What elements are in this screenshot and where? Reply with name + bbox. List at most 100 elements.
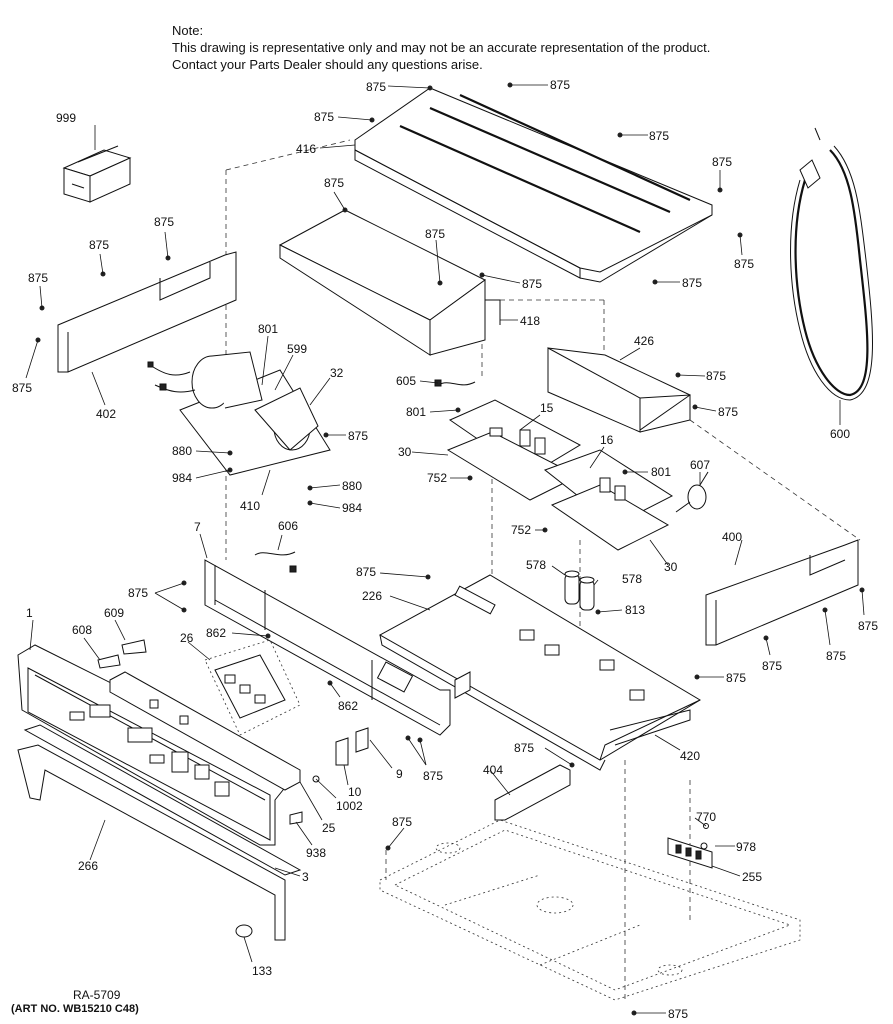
callout-1: 1: [26, 606, 33, 620]
callout-133: 133: [252, 964, 272, 978]
callout-875-j: 875: [522, 277, 542, 291]
callout-416: 416: [296, 142, 316, 156]
callout-599: 599: [287, 342, 307, 356]
callout-266: 266: [78, 859, 98, 873]
callout-875-f: 875: [734, 257, 754, 271]
callout-608: 608: [72, 623, 92, 637]
box-999: [62, 125, 132, 203]
leader-lines: [25, 84, 865, 1014]
callout-30-b: 30: [664, 560, 678, 574]
callout-578-b: 578: [622, 572, 642, 586]
duct-418: [278, 209, 501, 356]
callout-875-a: 875: [366, 80, 386, 94]
callout-813: 813: [625, 603, 645, 617]
callout-15: 15: [540, 401, 554, 415]
bracket-404: [494, 764, 571, 821]
callout-875-u: 875: [726, 671, 746, 685]
callout-875-x: 875: [858, 619, 878, 633]
callout-labels: 999 875 875 875 875 875 875 875 416 875 …: [12, 78, 878, 1021]
bottom-panel: [379, 819, 801, 1001]
sensor-607: [675, 471, 709, 513]
blower-assembly: [147, 351, 331, 476]
callout-426: 426: [634, 334, 654, 348]
callout-418: 418: [520, 314, 540, 328]
callout-984-b: 984: [342, 501, 362, 515]
module-26: [204, 639, 301, 736]
callout-880-b: 880: [342, 479, 362, 493]
callout-10: 10: [348, 785, 362, 799]
callout-875-r: 875: [128, 586, 148, 600]
frame-7: [204, 551, 451, 736]
side-panel-400: [705, 539, 859, 646]
callout-752-b: 752: [511, 523, 531, 537]
disclaimer-note: Note: This drawing is representative onl…: [172, 22, 710, 73]
callout-875-h: 875: [324, 176, 344, 190]
callout-801-c: 801: [651, 465, 671, 479]
callout-752-a: 752: [427, 471, 447, 485]
callout-25: 25: [322, 821, 336, 835]
control-boards: [434, 379, 674, 551]
callout-7: 7: [194, 520, 201, 534]
callout-875-m: 875: [28, 271, 48, 285]
callout-770: 770: [696, 810, 716, 824]
callout-875-o: 875: [348, 429, 368, 443]
callout-875-i: 875: [425, 227, 445, 241]
callout-607: 607: [690, 458, 710, 472]
callout-978: 978: [736, 840, 756, 854]
callout-255: 255: [742, 870, 762, 884]
mounting-plate-226: [378, 574, 701, 771]
callout-875-b: 875: [550, 78, 570, 92]
callout-875-z: 875: [392, 815, 412, 829]
note-heading: Note:: [172, 23, 204, 38]
callout-862-a: 862: [206, 626, 226, 640]
callout-30-a: 30: [398, 445, 412, 459]
callout-404: 404: [483, 763, 503, 777]
callout-609: 609: [104, 606, 124, 620]
callout-578-a: 578: [526, 558, 546, 572]
callout-875-k: 875: [154, 215, 174, 229]
callout-606: 606: [278, 519, 298, 533]
callout-875-y: 875: [514, 741, 534, 755]
trim-266: [17, 724, 302, 963]
callout-984-a: 984: [172, 471, 192, 485]
callout-801-b: 801: [406, 405, 426, 419]
note-line-2: Contact your Parts Dealer should any que…: [172, 57, 483, 72]
callout-801-a: 801: [258, 322, 278, 336]
callout-875-l: 875: [89, 238, 109, 252]
terminal-block-255: [667, 823, 713, 869]
callout-400: 400: [722, 530, 742, 544]
callout-875-t: 875: [423, 769, 443, 783]
callout-600: 600: [830, 427, 850, 441]
callout-875-n: 875: [12, 381, 32, 395]
callout-875-g: 875: [682, 276, 702, 290]
callout-880-a: 880: [172, 444, 192, 458]
note-line-1: This drawing is representative only and …: [172, 40, 711, 55]
callout-16: 16: [600, 433, 614, 447]
callout-938: 938: [306, 846, 326, 860]
capacitors-578: [564, 570, 595, 611]
cover-426: [547, 347, 691, 433]
callout-875-w: 875: [826, 649, 846, 663]
callout-26: 26: [180, 631, 194, 645]
callout-402: 402: [96, 407, 116, 421]
callout-32: 32: [330, 366, 344, 380]
callout-226: 226: [362, 589, 382, 603]
callout-410: 410: [240, 499, 260, 513]
reference-number: RA-5709: [73, 988, 121, 1002]
callout-9: 9: [396, 767, 403, 781]
callout-875-v: 875: [762, 659, 782, 673]
side-panel-402: [57, 251, 237, 406]
callout-3: 3: [302, 870, 309, 884]
callout-862-b: 862: [338, 699, 358, 713]
callout-999: 999: [56, 111, 76, 125]
callout-875-bottom: 875: [668, 1007, 688, 1021]
art-number: (ART NO. WB15210 C48): [11, 1003, 139, 1015]
callout-1002: 1002: [336, 799, 363, 813]
callout-605: 605: [396, 374, 416, 388]
callout-875-d: 875: [649, 129, 669, 143]
control-panel-1: [17, 644, 296, 846]
callout-875-e: 875: [712, 155, 732, 169]
callout-875-p: 875: [706, 369, 726, 383]
callout-875-c: 875: [314, 110, 334, 124]
